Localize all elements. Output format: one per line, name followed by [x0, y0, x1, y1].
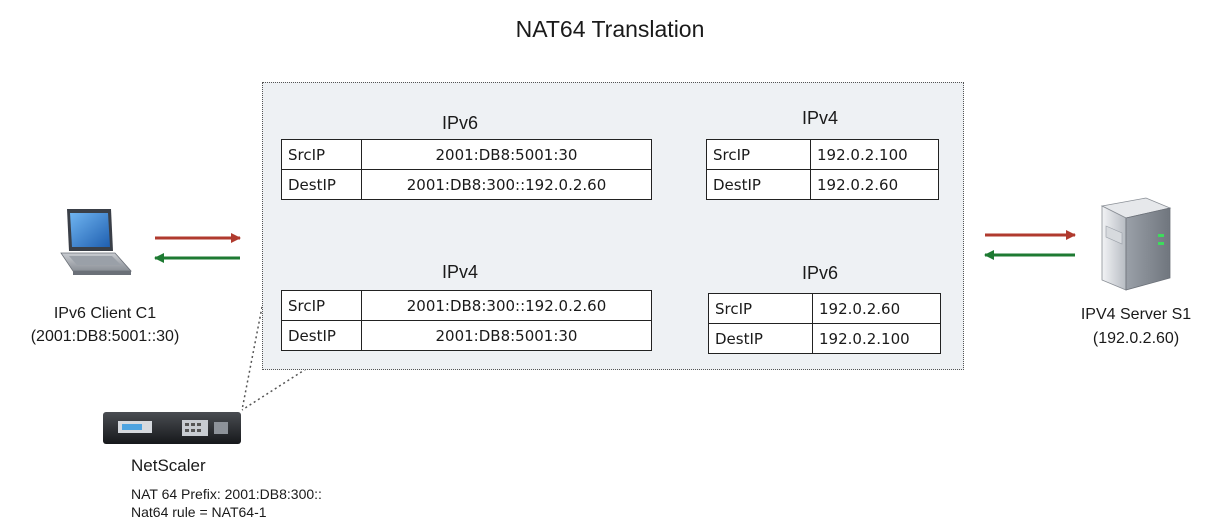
- table-row: SrcIP 2001:DB8:5001:30: [281, 139, 652, 170]
- field-name: SrcIP: [281, 290, 362, 321]
- bottom-left-section-label: IPv4: [441, 262, 479, 282]
- field-value: 192.0.2.100: [812, 323, 941, 354]
- field-value: 192.0.2.60: [812, 293, 941, 324]
- server-icon: [1100, 197, 1172, 291]
- server-address: (192.0.2.60): [1092, 330, 1180, 347]
- top-left-section-label: IPv6: [441, 113, 479, 133]
- field-value: 2001:DB8:5001:30: [361, 320, 652, 351]
- field-name: DestIP: [281, 169, 362, 200]
- bottom-right-section-label: IPv6: [801, 263, 839, 283]
- netscaler-connector-left: [241, 301, 264, 411]
- field-value: 192.0.2.100: [810, 139, 939, 170]
- table-row: SrcIP 192.0.2.60: [708, 293, 941, 324]
- netscaler-connector-right: [241, 368, 307, 411]
- field-name: SrcIP: [706, 139, 811, 170]
- bottom-right-packet-table: SrcIP 192.0.2.60 DestIP 192.0.2.100: [708, 293, 941, 354]
- diagram-title: NAT64 Translation: [515, 16, 705, 42]
- field-value: 2001:DB8:5001:30: [361, 139, 652, 170]
- client-name: IPv6 Client C1: [53, 305, 157, 322]
- netscaler-prefix: NAT 64 Prefix: 2001:DB8:300::: [131, 486, 322, 502]
- top-right-section-label: IPv4: [801, 108, 839, 128]
- field-name: DestIP: [706, 169, 811, 200]
- table-row: DestIP 192.0.2.60: [706, 169, 939, 200]
- field-name: DestIP: [281, 320, 362, 351]
- table-row: DestIP 2001:DB8:5001:30: [281, 320, 652, 351]
- table-row: SrcIP 192.0.2.100: [706, 139, 939, 170]
- field-name: SrcIP: [281, 139, 362, 170]
- server-name: IPV4 Server S1: [1080, 306, 1192, 323]
- table-row: SrcIP 2001:DB8:300::192.0.2.60: [281, 290, 652, 321]
- field-value: 2001:DB8:300::192.0.2.60: [361, 169, 652, 200]
- field-value: 192.0.2.60: [810, 169, 939, 200]
- netscaler-appliance-icon: [103, 412, 241, 444]
- field-name: DestIP: [708, 323, 813, 354]
- top-right-packet-table: SrcIP 192.0.2.100 DestIP 192.0.2.60: [706, 139, 939, 200]
- top-left-packet-table: SrcIP 2001:DB8:5001:30 DestIP 2001:DB8:3…: [281, 139, 652, 200]
- laptop-icon: [60, 209, 132, 275]
- client-address: (2001:DB8:5001::30): [30, 328, 180, 345]
- netscaler-name: NetScaler: [131, 456, 206, 475]
- table-row: DestIP 2001:DB8:300::192.0.2.60: [281, 169, 652, 200]
- table-row: DestIP 192.0.2.100: [708, 323, 941, 354]
- netscaler-rule: Nat64 rule = NAT64-1: [131, 504, 267, 520]
- bottom-left-packet-table: SrcIP 2001:DB8:300::192.0.2.60 DestIP 20…: [281, 290, 652, 351]
- field-name: SrcIP: [708, 293, 813, 324]
- field-value: 2001:DB8:300::192.0.2.60: [361, 290, 652, 321]
